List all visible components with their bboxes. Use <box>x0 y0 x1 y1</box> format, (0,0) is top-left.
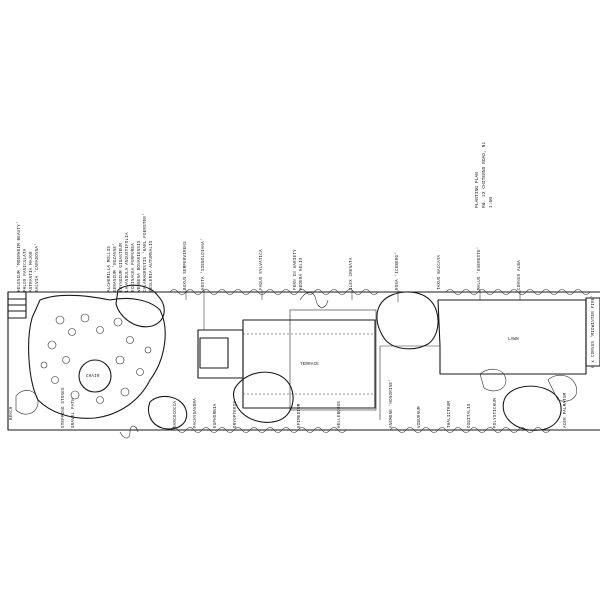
schedule-item: ASTRANTIA MAJOR <box>30 251 34 292</box>
plant-label: CORNUS ALBA <box>518 260 522 290</box>
south-bed-labels: SARCOCOCCA PACHYSANDRA EUPHORBIA DRYOPTE… <box>174 379 568 428</box>
area-labels: STEPPING STONES GRAVEL PATH BENCH <box>10 387 76 428</box>
plant-label: SARCOCOCCA <box>174 401 178 428</box>
plant-label: MALUS 'EVERESTE' <box>477 247 482 290</box>
schedule-item: ERYNGIUM GIGANTEUM <box>120 243 124 292</box>
plant-label: HOSTA 'SIEBOLDIANA' <box>201 238 206 290</box>
schedule-item: PHLOX PANICULATA <box>24 248 28 292</box>
plant-label: TAXUS BACCATA <box>438 254 442 290</box>
plant-label: FAGUS SYLVATICA <box>260 249 264 290</box>
terrace: TERRACE <box>197 309 377 411</box>
plant-label: EUPHORBIA <box>214 403 218 428</box>
feature-label-terrace: TERRACE <box>300 363 319 367</box>
entrance-steps <box>7 291 27 319</box>
plant-label: ANEMONE 'HONORINE' <box>389 379 394 428</box>
schedule-item: CALAMAGROSTIS 'KARL FOERSTER' <box>143 213 148 292</box>
schedule-item: SALVIA 'CARADONNA' <box>35 243 40 292</box>
schedule-item: SESLERIA AUTUMNALIS <box>150 240 154 292</box>
lawn: LAWN <box>379 299 587 420</box>
title-line-1: PLANTING PLAN <box>474 172 480 208</box>
title-line-2: Rd. 12 CHITERNS ROAD, N1 <box>481 142 487 208</box>
plant-label: ROSA 'ICEBERG' <box>395 252 400 290</box>
side-note: 6 x CORNUS 'MIDWINTER FIRE' <box>591 295 596 368</box>
schedule-item: GERANIUM 'ROZANNE' <box>113 243 118 292</box>
feature-label-lawn: LAWN <box>508 338 519 342</box>
plant-label: EPIMEDIUM <box>298 403 302 428</box>
plant-label: POLYSTICHUM <box>494 398 498 428</box>
plant-label: VIBURNUM <box>418 406 422 428</box>
feature-label-bench: BENCH <box>10 406 14 420</box>
feature-label-chair: CHAIR <box>86 375 100 379</box>
plant-label: HEDERA HELIX <box>300 257 304 290</box>
plant-label: HELLEBORUS <box>338 401 342 428</box>
area-label: STEPPING STONES <box>62 387 66 428</box>
plant-label: DRYOPTERIS <box>234 401 238 428</box>
plant-label: DIGITALIS <box>468 403 472 428</box>
plant-label: PACHYSANDRA <box>194 398 198 428</box>
leader-lines <box>185 290 521 330</box>
tree-canopies <box>232 291 578 431</box>
schedule-item: ECHINACEA PURPUREA <box>132 243 136 292</box>
plant-label: ACER PALMATUM <box>564 392 568 428</box>
plant-label: BUXUS SEMPERVIRENS <box>184 241 188 290</box>
title-block: PLANTING PLAN Rd. 12 CHITERNS ROAD, N1 1… <box>474 142 494 208</box>
feature-circle <box>78 359 112 393</box>
plant-schedule: HELENIUM 'MOERHEIM BEAUTY' PHLOX PANICUL… <box>17 213 154 292</box>
side-note-text: 6 x CORNUS 'MIDWINTER FIRE' <box>591 295 596 368</box>
schedule-item: HELENIUM 'MOERHEIM BEAUTY' <box>17 221 22 292</box>
stepping-stone-area: CHAIR <box>15 284 188 430</box>
title-line-3: 1:50 <box>488 197 494 208</box>
plot-boundary <box>7 291 600 431</box>
schedule-item: ALCHEMILLA MOLLIS <box>108 246 112 292</box>
plant-label: THALICTRUM <box>448 401 452 428</box>
boundary-hedge <box>119 289 591 439</box>
plant-label: ILEX CRENATA <box>350 257 354 290</box>
schedule-item: LAVANDULA ANGUSTIFOLIA <box>126 232 130 292</box>
schedule-item: VERBENA BONARIENSIS <box>138 240 142 292</box>
north-bed-labels: BUXUS SEMPERVIRENS HOSTA 'SIEBOLDIANA' F… <box>184 238 522 290</box>
area-label: GRAVEL PATH <box>72 398 76 428</box>
plant-label: FERN IN VARIETY <box>294 249 298 290</box>
